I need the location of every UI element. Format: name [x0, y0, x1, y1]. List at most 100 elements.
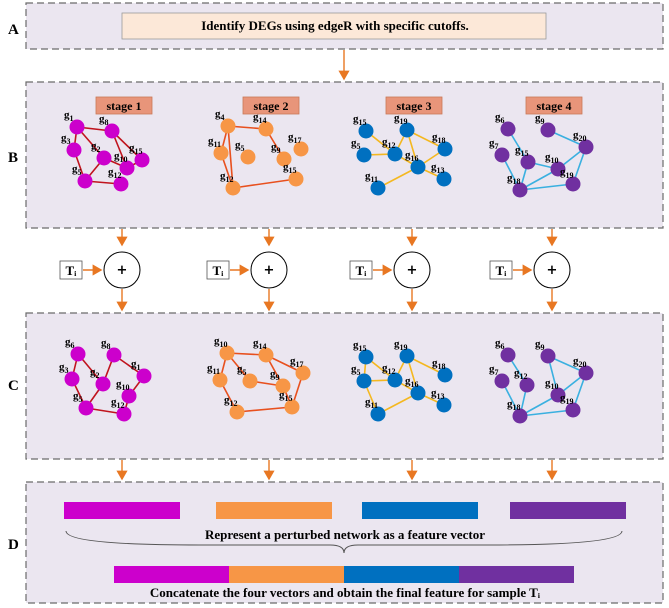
graph-c-stage4-label-g7: g7: [489, 363, 499, 377]
graph-b-stage2-edge: [232, 178, 297, 189]
graph-c-stage2-label-g11: g11: [207, 362, 220, 376]
graph-b-stage1-label-g15: g15: [129, 142, 143, 156]
graph-b-stage2-node-g11: [213, 145, 229, 161]
graph-c-stage4-node-g10: [550, 387, 566, 403]
graph-c-stage2-label-g12: g12: [224, 394, 238, 408]
graph-c-stage1-label-g2: g2: [90, 366, 100, 380]
graph-c-stage3-node-g13: [436, 397, 452, 413]
graph-b-stage3-label-g5: g5: [351, 137, 361, 151]
graph-c-stage1-label-g1: g1: [131, 358, 141, 372]
caption-concatenate: Concatenate the four vectors and obtain …: [149, 585, 541, 600]
panel-label-c: C: [8, 378, 19, 394]
graph-c-stage4-label-g6: g6: [495, 337, 505, 351]
sample-label-4: Tᵢ: [496, 263, 508, 278]
sample-box-4: [489, 260, 513, 280]
feature-vector-1: [64, 502, 180, 519]
graph-b-stage1-label-g2: g2: [91, 140, 101, 154]
graph-c-stage2-node-g9: [275, 378, 291, 394]
sample-box-3: [349, 260, 373, 280]
graph-b-stage4-node-g15: [520, 154, 536, 170]
graph-b-stage1-label-g10: g10: [114, 150, 128, 164]
graph-b-stage1-node-g5: [77, 173, 93, 189]
graph-c-stage2-node-g10: [219, 345, 235, 361]
graph-c-stage4-label-g10: g10: [545, 377, 559, 391]
stage-label-box-3: [385, 96, 443, 115]
graph-c-stage4-label-g19: g19: [560, 392, 574, 406]
graph-b-stage2-label-g11: g11: [208, 135, 221, 149]
graph-b-stage2-node-g12: [225, 180, 241, 196]
graph-b-stage2-label-g9: g9: [271, 141, 281, 155]
graph-b-stage1-node-g3: [66, 142, 82, 158]
graph-c-stage3-node-g15: [358, 349, 374, 365]
graph-c-stage3-node-g18: [437, 367, 453, 383]
graph-b-stage2-label-g14: g14: [253, 111, 267, 125]
plus-circle-2: [250, 251, 288, 289]
graph-c-stage1-node-g3: [64, 371, 80, 387]
graph-c-stage4-node-g20: [578, 365, 594, 381]
stage-label-1: stage 1: [107, 99, 142, 113]
graph-b-stage4-node-g9: [540, 122, 556, 138]
graph-c-stage4-label-g20: g20: [573, 355, 587, 369]
graph-b-stage3-node-g16: [410, 159, 426, 175]
plus-symbol-2: +: [264, 263, 275, 278]
graph-c-stage3-node-g12: [387, 372, 403, 388]
graph-c-stage2-node-g12: [229, 404, 245, 420]
stage-label-3: stage 3: [397, 99, 432, 113]
graph-b-stage3-node-g13: [436, 171, 452, 187]
stage-label-box-2: [242, 96, 300, 115]
graph-b-stage1-label-g5: g5: [72, 163, 82, 177]
graph-b-stage2-node-g5: [240, 149, 256, 165]
stage-label-4: stage 4: [537, 99, 572, 113]
graph-b-stage1-label-g3: g3: [61, 132, 71, 146]
graph-b-stage4-label-g20: g20: [573, 129, 587, 143]
graph-c-stage4-node-g7: [494, 373, 510, 389]
graph-b-stage4-node-g18: [512, 182, 528, 198]
graph-c-stage1-node-g8: [106, 347, 122, 363]
graph-c-stage3-label-g16: g16: [405, 375, 419, 389]
graph-c-stage4-node-g9: [540, 348, 556, 364]
panel-a-textbox: [121, 12, 547, 40]
graph-b-stage2-node-g4: [220, 118, 236, 134]
graph-c-stage1-label-g12: g12: [111, 396, 125, 410]
graph-b-stage1-node-g15: [134, 152, 150, 168]
graph-c-stage2-label-g14: g14: [253, 337, 267, 351]
graph-b-stage3-node-g5: [356, 147, 372, 163]
graph-c-stage2-node-g5: [242, 373, 258, 389]
caption-feature-vector: Represent a perturbed network as a featu…: [204, 527, 486, 542]
graph-b-stage3-label-g12: g12: [382, 136, 396, 150]
graph-c-stage3-label-g15: g15: [353, 339, 367, 353]
graph-b-stage3-edge: [377, 166, 419, 189]
graph-c-stage2-node-g14: [258, 347, 274, 363]
graph-c-stage3-node-g19: [399, 348, 415, 364]
graph-b-stage2-node-g17: [293, 141, 309, 157]
graph-c-stage2-node-g15: [284, 399, 300, 415]
plus-symbol-1: +: [117, 263, 128, 278]
concatenate-brace: [65, 530, 623, 554]
graph-b-stage1-node-g12: [113, 176, 129, 192]
graph-b-stage4-label-g6: g6: [495, 111, 505, 125]
graph-c-stage3-label-g11: g11: [365, 396, 378, 410]
graph-b-stage3-node-g19: [399, 122, 415, 138]
graph-b-stage3-node-g18: [437, 141, 453, 157]
graph-b-stage4-label-g7: g7: [489, 137, 499, 151]
panel-label-b: B: [8, 150, 19, 166]
graph-c-stage3-label-g19: g19: [394, 338, 408, 352]
graph-c-stage4-edge: [519, 409, 574, 417]
graph-b-stage4-label-g9: g9: [535, 112, 545, 126]
plus-symbol-3: +: [407, 263, 418, 278]
graph-c-stage2-edge: [236, 406, 293, 413]
graph-b-stage2-node-g15: [288, 171, 304, 187]
graph-b-stage3-label-g15: g15: [353, 113, 367, 127]
concatenated-segment-3: [344, 566, 459, 583]
graph-b-stage4-label-g15: g15: [515, 144, 529, 158]
graph-c-stage4-label-g18: g18: [507, 398, 521, 412]
graph-b-stage3-label-g16: g16: [405, 149, 419, 163]
stage-label-box-4: [525, 96, 583, 115]
graph-c-stage1-label-g3: g3: [59, 361, 69, 375]
graph-b-stage2-edge: [227, 125, 234, 189]
graph-b-stage4-label-g10: g10: [545, 151, 559, 165]
graph-c-stage4-node-g18: [512, 408, 528, 424]
graph-c-stage4-label-g9: g9: [535, 338, 545, 352]
graph-c-stage2-label-g9: g9: [270, 368, 280, 382]
graph-b-stage2-label-g17: g17: [288, 131, 302, 145]
